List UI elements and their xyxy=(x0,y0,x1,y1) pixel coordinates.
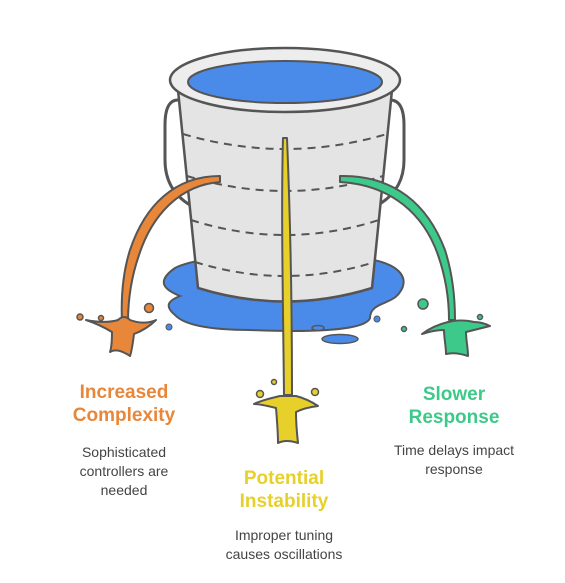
item-title-increased-complexity: Increased Complexity xyxy=(40,381,208,427)
item-title-line: Instability xyxy=(239,491,329,512)
yellow-leak-stream-icon xyxy=(253,137,320,444)
item-title-line: Increased xyxy=(79,382,169,403)
item-description-slower-response: Time delays impact response xyxy=(360,441,548,479)
item-description-line: controllers are xyxy=(79,463,169,479)
item-title-line: Potential xyxy=(243,468,325,489)
item-title-line: Complexity xyxy=(72,405,176,426)
item-description-potential-instability: Improper tuning causes oscillations xyxy=(185,526,383,564)
green-leak-stream-icon xyxy=(339,174,491,357)
item-description-line: Sophisticated xyxy=(81,444,167,460)
item-title-line: Response xyxy=(408,407,500,428)
item-title-potential-instability: Potential Instability xyxy=(200,467,368,513)
item-description-increased-complexity: Sophisticated controllers are needed xyxy=(40,443,208,500)
item-description-line: response xyxy=(425,461,483,477)
item-title-line: Slower xyxy=(422,384,486,405)
item-description-line: Time delays impact xyxy=(393,442,515,458)
orange-leak-stream-icon xyxy=(76,175,221,357)
item-description-line: needed xyxy=(100,482,148,498)
item-description-line: Improper tuning xyxy=(234,527,334,543)
item-description-line: causes oscillations xyxy=(225,546,343,562)
item-title-slower-response: Slower Response xyxy=(370,383,538,429)
